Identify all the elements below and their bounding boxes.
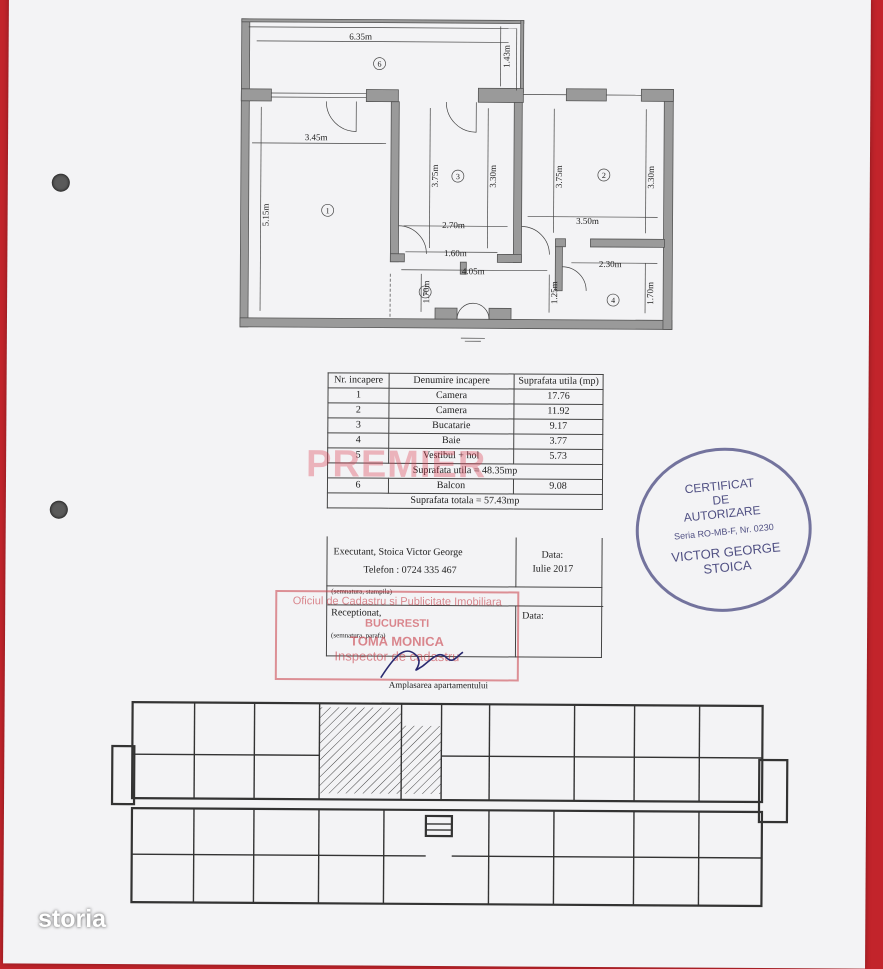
location-caption: Amplasarea apartamentului bbox=[389, 680, 488, 691]
date-label: Data: bbox=[542, 550, 564, 561]
dim-label: 1.43m bbox=[502, 45, 512, 68]
dim-label: 1.60m bbox=[444, 248, 467, 258]
dim-label: 5.15m bbox=[261, 204, 271, 227]
dim-label: 3.30m bbox=[646, 166, 656, 189]
dim-label: 4.05m bbox=[462, 266, 485, 276]
date-value: Iulie 2017 bbox=[532, 564, 573, 575]
dim-label: 3.75m bbox=[430, 165, 440, 188]
punch-hole bbox=[52, 174, 70, 192]
room-table: Nr. incapere Denumire incapere Suprafata… bbox=[327, 372, 604, 510]
dim-label: 3.50m bbox=[576, 216, 599, 226]
authorization-seal: CERTIFICAT DE AUTORIZARE Seria RO-MB-F, … bbox=[628, 439, 819, 620]
dim-label: 1.70m bbox=[645, 282, 655, 305]
executant-box: Executant, Stoica Victor George Telefon … bbox=[326, 536, 602, 588]
table-header: Denumire incapere bbox=[389, 373, 514, 389]
dim-label: 6.35m bbox=[349, 31, 372, 41]
building-plan bbox=[103, 694, 794, 913]
document-page: 6.35m 1.43m 3.45m 5.15m 3.75m 3.30m 2.70… bbox=[3, 0, 871, 969]
room-number: 3 bbox=[456, 172, 460, 181]
signature-icon bbox=[377, 636, 467, 687]
table-header: Nr. incapere bbox=[328, 373, 389, 388]
date2-label: Data: bbox=[522, 611, 544, 622]
storia-logo: storia bbox=[38, 905, 106, 934]
room-number: 1 bbox=[326, 206, 330, 215]
floor-plan: 6.35m 1.43m 3.45m 5.15m 3.75m 3.30m 2.70… bbox=[235, 15, 677, 348]
executant-name: Executant, Stoica Victor George bbox=[334, 546, 463, 558]
room-number: 6 bbox=[378, 60, 382, 69]
room-number: 5 bbox=[423, 288, 427, 297]
dim-label: 3.45m bbox=[305, 132, 328, 142]
dim-label: 2.30m bbox=[599, 259, 622, 269]
dim-label: 3.75m bbox=[554, 165, 564, 188]
table-total: Suprafata totala = 57.43mp bbox=[327, 493, 602, 510]
dim-label: 2.70m bbox=[442, 220, 465, 230]
punch-hole bbox=[50, 501, 68, 519]
table-header: Suprafata utila (mp) bbox=[514, 374, 603, 390]
watermark: PREMIER bbox=[306, 443, 486, 487]
dim-label: 3.30m bbox=[488, 165, 498, 188]
dim-label: 1.25m bbox=[549, 281, 559, 304]
room-number: 2 bbox=[602, 171, 606, 180]
room-number: 4 bbox=[611, 296, 615, 305]
executant-phone: Telefon : 0724 335 467 bbox=[363, 565, 456, 577]
